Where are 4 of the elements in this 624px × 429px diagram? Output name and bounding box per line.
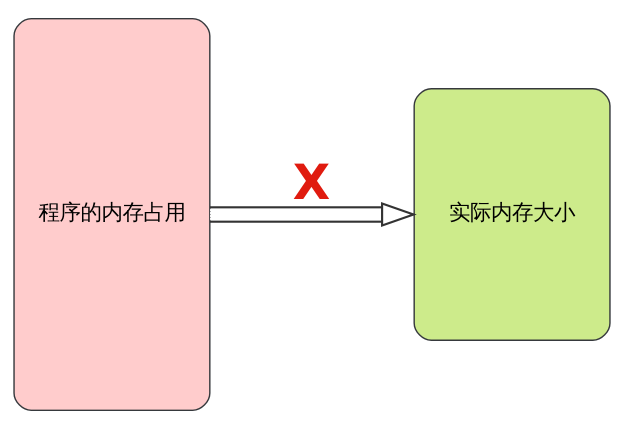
edge-label: X xyxy=(292,155,330,212)
node-box: 程序的内存占用 xyxy=(13,18,211,411)
arrow xyxy=(210,202,417,228)
node-box: 实际内存大小 xyxy=(413,88,611,341)
